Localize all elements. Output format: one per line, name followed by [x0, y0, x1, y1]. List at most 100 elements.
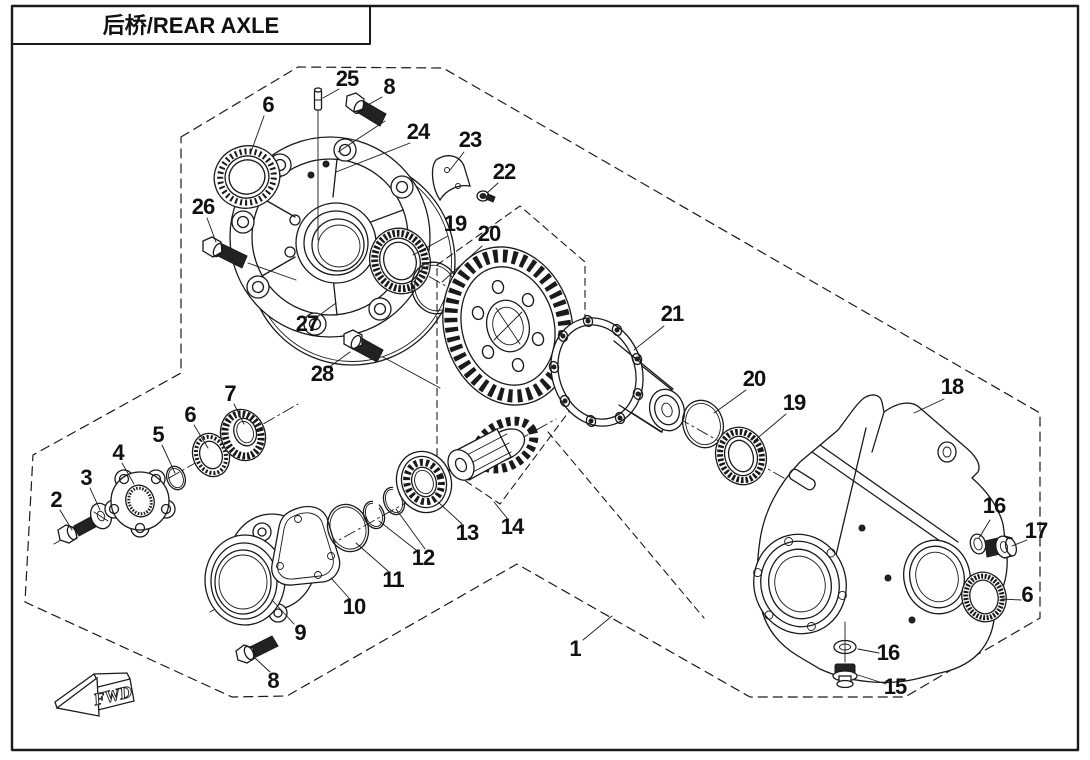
- title-block: 后桥/REAR AXLE: [11, 5, 371, 45]
- callout-part-20: 20: [743, 366, 766, 391]
- leader-line-part-3: [89, 487, 101, 511]
- callout-part-28: 28: [311, 361, 334, 386]
- part-6-oil-seal-right: [961, 571, 1007, 623]
- callout-part-20: 20: [478, 221, 501, 246]
- callout-part-13: 13: [456, 520, 479, 545]
- part-6-oil-seal-top: [213, 145, 281, 209]
- callout-part-15: 15: [884, 674, 907, 699]
- callout-part-14: 14: [501, 514, 525, 539]
- callout-part-9: 9: [294, 620, 306, 645]
- callout-part-26: 26: [192, 194, 215, 219]
- part-18-gearcase-housing: [753, 394, 1008, 684]
- leader-line-part-6: [193, 424, 209, 449]
- leader-line-part-21: [633, 325, 665, 351]
- leader-line-part-24: [335, 142, 411, 173]
- part-19-bearing-right: [714, 426, 768, 486]
- leader-line-part-13: [437, 501, 463, 525]
- part-14-pinion-gear: [447, 416, 539, 481]
- callout-part-10: 10: [343, 594, 366, 619]
- part-15-drain-plug: [832, 663, 858, 689]
- callout-part-8: 8: [267, 668, 279, 693]
- leader-line-part-8: [365, 96, 383, 107]
- part-23-bracket: [431, 155, 471, 202]
- part-13-ball-bearing: [395, 450, 453, 514]
- leader-line-part-12: [395, 508, 426, 550]
- callout-part-16: 16: [983, 493, 1006, 518]
- leader-line-part-5: [161, 444, 176, 474]
- leader-line-part-7: [233, 403, 245, 425]
- part-8-bolt-top: [337, 92, 387, 153]
- leader-line-part-20: [441, 245, 483, 283]
- page-border: [10, 4, 1080, 752]
- part-19-bearing-top: [369, 227, 431, 295]
- callout-part-12: 12: [412, 545, 435, 570]
- part-10-gasket: [271, 505, 341, 586]
- leader-line-part-8: [254, 657, 271, 673]
- callout-part-21: 21: [661, 301, 684, 326]
- callout-part-6: 6: [262, 92, 274, 117]
- callout-part-19: 19: [444, 211, 467, 236]
- callout-part-2: 2: [50, 487, 62, 512]
- callout-part-19: 19: [783, 390, 806, 415]
- callout-part-24: 24: [407, 119, 431, 144]
- callout-part-27: 27: [296, 311, 319, 336]
- assembly-boundary: [24, 66, 1041, 698]
- leader-line-part-20: [713, 389, 747, 414]
- callout-part-25: 25: [336, 66, 359, 91]
- leader-line-part-26: [206, 217, 217, 243]
- page-title: 后桥/REAR AXLE: [103, 13, 279, 38]
- callout-part-7: 7: [224, 381, 236, 406]
- callout-part-18: 18: [941, 374, 964, 399]
- part-22-screw: [476, 190, 496, 203]
- part-16-washer-bottom: [833, 639, 857, 655]
- leader-line-part-4: [121, 462, 135, 485]
- leader-line-part-19: [753, 413, 787, 442]
- leader-line-part-11: [355, 542, 389, 572]
- part-25-breather-pin: [313, 87, 323, 241]
- callout-part-6: 6: [184, 402, 196, 427]
- group-divider-dashed-line: [547, 431, 705, 619]
- callout-part-8: 8: [383, 74, 395, 99]
- leader-line-part-23: [449, 151, 465, 171]
- housing-side-opening: [903, 539, 971, 615]
- leader-line-part-15: [857, 674, 887, 685]
- leader-line-part-18: [913, 398, 945, 414]
- leader-line-part-14: [493, 501, 508, 519]
- leader-line-part-2: [59, 509, 73, 531]
- callout-part-6: 6: [1021, 582, 1033, 607]
- callout-part-17: 17: [1025, 518, 1048, 543]
- callout-part-23: 23: [459, 127, 482, 152]
- part-4-wheel-hub-flange: [104, 469, 176, 538]
- callout-part-5: 5: [152, 422, 164, 447]
- leader-line-part-16: [857, 648, 880, 654]
- leader-line-part-28: [327, 351, 351, 369]
- callout-part-4: 4: [112, 440, 125, 465]
- leader-line-part-19: [412, 235, 449, 256]
- callout-part-3: 3: [80, 465, 92, 490]
- part-6-oil-seal-left: [191, 432, 231, 478]
- leader-line-part-1: [582, 615, 613, 641]
- fwd-direction-arrow: FWD: [54, 672, 135, 717]
- callout-part-16: 16: [877, 640, 900, 665]
- part-7-taper-bearing: [219, 408, 267, 462]
- leader-line-part-17: [1011, 539, 1028, 547]
- callout-part-22: 22: [493, 159, 516, 184]
- leader-line-part-12: [378, 520, 417, 551]
- part-17-plug-bolt: [984, 535, 1018, 559]
- part-11-o-ring: [326, 503, 370, 553]
- part-26-bolt: [202, 236, 297, 281]
- callout-part-1: 1: [569, 636, 581, 661]
- leader-line-part-6: [1001, 598, 1022, 601]
- part-28-bolt: [343, 329, 441, 389]
- ring-gear-face: [471, 279, 545, 373]
- housing-front-opening: [753, 533, 847, 635]
- leader-line-part-25: [322, 88, 340, 99]
- part-20-o-ring-right: [681, 399, 725, 449]
- leader-line-part-6: [250, 115, 265, 153]
- part-21-differential-case: [548, 314, 686, 434]
- leader-line-part-10: [330, 577, 350, 599]
- leader-line-part-27: [312, 302, 337, 321]
- leader-line-part-16: [978, 519, 991, 539]
